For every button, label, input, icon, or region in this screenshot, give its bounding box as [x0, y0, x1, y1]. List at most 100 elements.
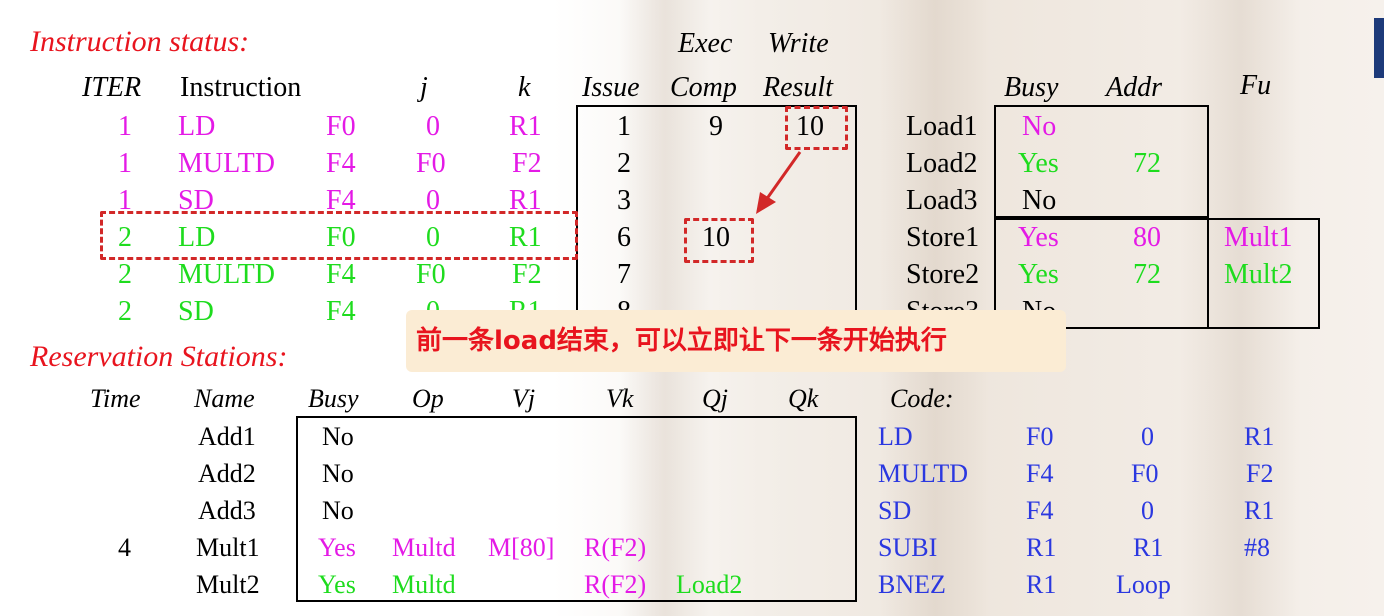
rs-vk: R(F2) [584, 533, 647, 562]
code-op: LD [878, 422, 913, 451]
slide-edge-tab [1374, 18, 1384, 78]
rs-name: Mult2 [196, 570, 260, 599]
col-issue: Issue [582, 72, 640, 103]
buffer-name: Load1 [906, 111, 978, 142]
row-k: 0 [426, 111, 440, 142]
rs-name: Add1 [198, 422, 256, 451]
row-issue: 1 [617, 111, 631, 142]
code-op: SUBI [878, 533, 938, 562]
col-vk: Vk [606, 384, 634, 413]
background-column [1180, 0, 1300, 616]
col-addr: Addr [1106, 72, 1162, 103]
rs-vk: R(F2) [584, 570, 647, 599]
row-kk: R1 [509, 111, 542, 142]
code-c: F2 [1246, 459, 1274, 488]
rs-op: Multd [392, 533, 456, 562]
row-op: SD [178, 185, 214, 216]
rs-name: Add3 [198, 496, 256, 525]
buffer-fu: Mult2 [1224, 259, 1293, 290]
row-k: 0 [426, 185, 440, 216]
buffer-busy: Yes [1018, 222, 1059, 253]
reservation-stations-title: Reservation Stations: [30, 340, 288, 373]
col-rs-busy: Busy [308, 384, 359, 413]
code-a: F4 [1026, 496, 1054, 525]
callout-note: 前一条load结束，可以立即让下一条开始执行 [406, 310, 1066, 372]
code-op: SD [878, 496, 912, 525]
rs-vj: M[80] [488, 533, 555, 562]
arrow-icon [756, 151, 802, 214]
col-instruction: Instruction [180, 72, 302, 103]
store-divider [1207, 218, 1209, 329]
row-kk: F2 [512, 148, 542, 179]
rs-time: 4 [118, 533, 131, 562]
code-a: R1 [1026, 570, 1057, 599]
buffer-name: Load2 [906, 148, 978, 179]
load-buffer-box [994, 105, 1209, 218]
rs-qj: Load2 [676, 570, 743, 599]
code-a: R1 [1026, 533, 1057, 562]
row-j: F0 [326, 111, 356, 142]
buffer-busy: No [1022, 111, 1057, 142]
code-b: F0 [1131, 459, 1159, 488]
row-k: F0 [416, 259, 446, 290]
row-j: F0 [326, 222, 356, 253]
row-iter: 2 [118, 222, 132, 253]
code-c: R1 [1244, 422, 1275, 451]
header-exec: Exec [678, 28, 733, 59]
row-op: MULTD [178, 259, 275, 290]
buffer-busy: Yes [1018, 259, 1059, 290]
row-comp: 10 [702, 222, 730, 253]
buffer-addr: 80 [1133, 222, 1161, 253]
header-write: Write [768, 28, 829, 59]
row-result: 10 [796, 111, 824, 142]
rs-busy: Yes [318, 533, 356, 562]
rs-name: Mult1 [196, 533, 260, 562]
background-column [620, 0, 710, 616]
row-j: F4 [326, 296, 356, 327]
code-b: R1 [1133, 533, 1164, 562]
rs-name: Add2 [198, 459, 256, 488]
row-iter: 1 [118, 185, 132, 216]
col-iter: ITER [82, 72, 142, 103]
rs-busy: No [322, 496, 354, 525]
background-column [880, 0, 990, 616]
rs-op: Multd [392, 570, 456, 599]
buffer-fu: Mult1 [1224, 222, 1293, 253]
store-buffer-box [994, 218, 1320, 329]
row-issue: 2 [617, 148, 631, 179]
row-kk: R1 [509, 222, 542, 253]
row-issue: 7 [617, 259, 631, 290]
row-iter: 1 [118, 111, 132, 142]
row-op: LD [178, 222, 216, 253]
code-op: MULTD [878, 459, 969, 488]
buffer-name: Load3 [906, 185, 978, 216]
col-op: Op [412, 384, 444, 413]
col-j: j [420, 72, 428, 103]
row-j: F4 [326, 185, 356, 216]
code-b: 0 [1141, 496, 1154, 525]
buffer-name: Store2 [906, 259, 980, 290]
buffer-busy: Yes [1018, 148, 1059, 179]
code-op: BNEZ [878, 570, 946, 599]
code-b: Loop [1116, 570, 1171, 599]
buffer-busy: No [1022, 185, 1057, 216]
highlight-row-box [100, 211, 578, 260]
reservation-stations-box [296, 416, 857, 602]
row-comp: 9 [709, 111, 723, 142]
col-vj: Vj [512, 384, 536, 413]
row-iter: 1 [118, 148, 132, 179]
code-c: #8 [1244, 533, 1270, 562]
row-iter: 2 [118, 296, 132, 327]
rs-busy: No [322, 459, 354, 488]
row-j: F4 [326, 259, 356, 290]
row-op: SD [178, 296, 214, 327]
row-issue: 6 [617, 222, 631, 253]
col-result: Result [763, 72, 833, 103]
code-a: F4 [1026, 459, 1054, 488]
buffer-addr: 72 [1133, 259, 1161, 290]
buffer-name: Store1 [906, 222, 980, 253]
row-k: 0 [426, 222, 440, 253]
col-qj: Qj [702, 384, 728, 413]
col-busy: Busy [1004, 72, 1059, 103]
row-issue: 3 [617, 185, 631, 216]
